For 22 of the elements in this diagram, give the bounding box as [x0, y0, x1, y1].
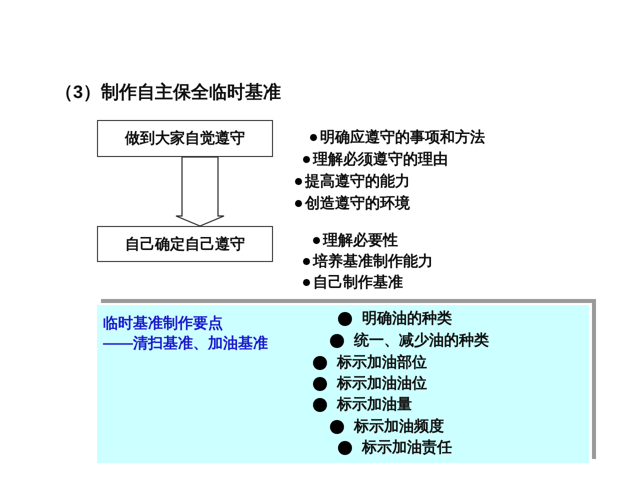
panel-heading: ——清扫基准、加油基准 [103, 336, 268, 351]
bullet-text: 标示加油部位 [337, 355, 427, 370]
box-label: 做到大家自觉遵守 [125, 131, 245, 146]
bullet-text: 理解必要性 [323, 233, 398, 248]
bullet-text: 培养基准制作能力 [313, 254, 433, 269]
bullet-text: 标示加油责任 [362, 440, 452, 455]
bullet-text: 标示加油油位 [337, 376, 427, 391]
process-box [97, 226, 273, 262]
bullet-text: 创造遵守的环境 [305, 196, 410, 211]
bullet-text: 明确应遵守的事项和方法 [320, 130, 485, 145]
bullet-text: 理解必须遵守的理由 [313, 152, 448, 167]
bullet-text: 自己制作基准 [313, 275, 403, 290]
title: （3）制作自主保全临时基准 [55, 83, 282, 101]
process-box [97, 120, 273, 157]
bullet-text: 提高遵守的能力 [305, 174, 410, 189]
bullet-text: 统一、减少油的种类 [354, 333, 489, 348]
panel-heading: 临时基准制作要点 [103, 316, 223, 331]
box-label: 自己确定自己遵守 [125, 236, 245, 252]
bullet-text: 明确油的种类 [362, 311, 452, 326]
block-arrow [175, 156, 225, 227]
bullet-text: 标示加油频度 [354, 419, 444, 434]
bullet-text: 标示加油量 [337, 397, 412, 412]
